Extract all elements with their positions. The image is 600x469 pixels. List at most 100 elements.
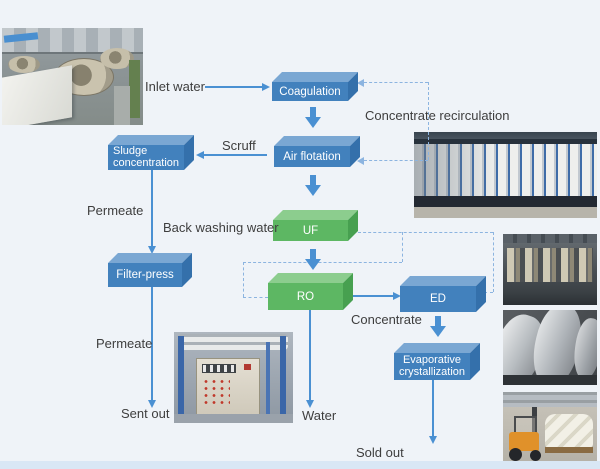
node-filter-press: Filter-press (108, 253, 192, 287)
node-label: Air flotation (283, 150, 341, 163)
photo-detail (532, 407, 537, 451)
arrowhead-water (306, 400, 314, 408)
dashed-recirculation-to-airflotation (364, 160, 428, 161)
box-front-face: RO (268, 283, 343, 310)
node-uf: UF (273, 210, 358, 241)
dashed-backwash-horizontal (243, 262, 402, 263)
photo-detail (414, 144, 497, 196)
node-label-line2: crystallization (398, 365, 466, 378)
dashed-arrowhead-coagulation (357, 79, 364, 87)
label-permeate-top: Permeate (87, 203, 144, 218)
node-coagulation: Coagulation (272, 72, 358, 101)
label-concentrate-recirculation: Concentrate recirculation (365, 108, 510, 123)
line-airflotation-to-sludge (204, 154, 267, 156)
arrowhead-into-filterpress (148, 246, 156, 254)
photo-detail (507, 248, 593, 282)
photo-detail (414, 139, 597, 144)
node-label: Coagulation (279, 85, 341, 98)
photo-detail (114, 86, 130, 125)
arrow-head (305, 117, 321, 128)
arrow-head (305, 185, 321, 196)
photo-detail (503, 234, 597, 243)
dashed-into-ro (243, 297, 268, 298)
photo-detail (530, 450, 541, 461)
photo-detail (503, 392, 597, 407)
photo-detail (178, 336, 184, 421)
node-ro: RO (268, 273, 353, 310)
node-label: Filter-press (116, 269, 174, 281)
line-ro-to-water (309, 310, 311, 400)
line-sludge-to-filterpress (151, 170, 153, 246)
photo-detail (503, 375, 597, 385)
line-filterpress-to-sentout (151, 287, 153, 400)
photo-detail (100, 48, 134, 69)
photo-detail (2, 65, 72, 125)
node-air-flotation: Air flotation (274, 136, 360, 167)
dashed-left-vertical (243, 262, 244, 297)
photo-detail (266, 342, 270, 418)
arrowhead-into-sludge (196, 151, 204, 159)
arrowhead-sentout (148, 400, 156, 408)
photo-detail (174, 414, 293, 423)
dashed-uf-right-horizontal (358, 232, 493, 233)
box-front-face: Filter-press (108, 263, 182, 287)
box-top-face (400, 276, 486, 286)
bottom-accent-bar (0, 461, 600, 469)
photo-detail (202, 378, 230, 406)
box-top-face (268, 273, 353, 283)
dashed-right-vertical (493, 232, 494, 292)
arrow-ed-to-evaporative (430, 316, 446, 337)
dashed-arrowhead-airflotation (357, 157, 364, 165)
arrowhead-soldout (429, 436, 437, 444)
ed-stack-hall-photo (503, 234, 597, 305)
node-evaporative-crystallization: Evaporative crystallization (394, 343, 480, 380)
arrow-stem (310, 249, 316, 260)
photo-detail (509, 432, 539, 451)
node-sludge-concentration: Sludge concentration (108, 135, 194, 170)
arrow-uf-to-ro (305, 249, 321, 270)
label-back-washing-water: Back washing water (163, 220, 279, 235)
box-front-face: Evaporative crystallization (394, 353, 470, 380)
photo-detail (202, 364, 236, 373)
photo-detail (2, 28, 143, 54)
box-top-face (394, 343, 480, 353)
photo-detail (414, 196, 597, 207)
arrow-head (305, 259, 321, 270)
label-sent-out: Sent out (121, 406, 170, 421)
node-label: RO (296, 290, 315, 303)
box-top-face (272, 72, 358, 82)
arrow-head (430, 326, 446, 337)
label-sold-out: Sold out (356, 445, 404, 460)
box-front-face: Air flotation (274, 146, 350, 167)
box-front-face: Coagulation (272, 82, 348, 101)
arrow-stem (310, 107, 316, 118)
photo-detail (414, 207, 597, 218)
arrowhead-into-ed (393, 292, 401, 300)
line-evap-to-soldout (432, 380, 434, 436)
photo-detail (509, 448, 522, 461)
arrow-stem (310, 175, 316, 186)
photo-detail (8, 56, 40, 73)
box-top-face (274, 136, 360, 146)
photo-detail (280, 336, 286, 421)
line-inlet-to-coagulation (205, 86, 262, 88)
photo-detail (244, 364, 251, 370)
box-top-face (108, 253, 192, 263)
photo-detail (178, 334, 288, 350)
forklift-product-bags-photo (503, 392, 597, 467)
line-ro-to-ed (346, 295, 393, 297)
evaporator-vessels-photo (503, 310, 597, 385)
label-concentrate: Concentrate (351, 312, 422, 327)
arrowhead-into-coagulation (262, 83, 270, 91)
photo-detail (129, 60, 140, 118)
photo-detail (545, 414, 593, 448)
box-front-face: UF (273, 220, 348, 241)
photo-detail (503, 291, 597, 305)
dashed-stub-vertical (402, 232, 403, 262)
arrow-airflotation-to-uf (305, 175, 321, 196)
arrow-coagulation-to-airflotation (305, 107, 321, 128)
node-label-line1: Evaporative (402, 354, 462, 366)
label-water: Water (302, 408, 337, 423)
label-scruff: Scruff (222, 138, 256, 153)
